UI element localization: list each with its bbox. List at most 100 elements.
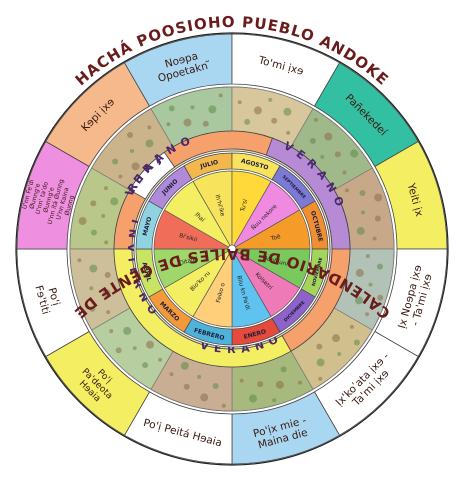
painting-mark [101,213,106,218]
painting-mark [353,339,360,346]
season-ring-purple [265,137,351,250]
painting-mark [132,346,137,351]
painting-mark [313,117,318,122]
painting-mark [147,125,152,130]
painting-mark [244,118,251,125]
painting-mark [208,105,217,114]
painting-mark [77,258,82,263]
painting-mark [118,174,123,179]
painting-mark [365,312,370,317]
painting-mark [249,394,258,403]
painting-mark [355,268,364,277]
painting-mark [183,383,190,390]
painting-mark [374,215,381,222]
painting-mark [90,200,97,207]
painting-mark [218,93,223,98]
painting-mark [253,106,262,115]
painting-mark [316,343,323,350]
painting-mark [368,282,373,287]
painting-mark [129,149,134,154]
painting-mark [169,372,174,377]
painting-mark [365,254,370,259]
painting-mark [197,374,202,379]
painting-mark [112,158,119,165]
painting-mark [318,376,323,381]
painting-mark [360,210,365,215]
painting-mark [123,326,132,335]
painting-mark [237,100,242,105]
painting-mark [200,393,209,402]
painting-mark [106,310,111,315]
painting-mark [324,132,333,141]
painting-mark [316,358,325,367]
painting-mark [202,120,209,127]
painting-mark [89,264,98,273]
painting-mark [286,130,291,135]
painting-mark [334,151,341,158]
outer-segment [16,140,90,250]
month-label: JULIO [199,159,219,171]
month-segment [148,165,193,210]
painting-mark [221,403,226,408]
month-label: MAYO [142,216,154,236]
painting-mark [90,229,97,236]
painting-mark [115,347,122,354]
painting-mark [158,357,163,362]
painting-mark [131,162,140,171]
inner-label: Bi'sikii [178,233,198,244]
painting-mark [212,383,219,390]
painting-mark [180,361,189,370]
painting-mark [337,351,342,356]
painting-mark [146,340,155,349]
painting-mark [166,122,171,127]
season-ring-wet [113,248,292,368]
painting-mark [356,226,365,235]
outer-label-line: Po'ị [46,286,62,307]
inner-label: Oitaikí [179,255,199,267]
inner-label: Toê [269,233,282,243]
season-ring-dry [113,130,351,352]
painting-mark [89,305,96,312]
painting-mark [268,97,273,102]
painting-mark [102,289,111,298]
inner-segment [163,180,233,250]
inner-label: Feiko o [216,282,227,304]
painting-mark [190,105,195,110]
season-ring-friaje [129,151,176,200]
painting-mark [78,217,87,226]
painting-mark [239,378,244,383]
painting-mark [298,380,303,385]
inner-label: Tu'sí [239,198,249,213]
painting-mark [168,105,175,112]
painting-mark [283,107,292,116]
painting-mark [374,193,383,202]
painting-mark [355,296,364,305]
painting-mark [104,271,111,278]
center-dot [227,244,237,254]
painting-mark [376,263,383,270]
painting-mark [349,324,354,329]
painting-mark [110,197,119,206]
inner-label: Ih'hi'ike [214,194,226,217]
painting-mark [103,186,108,191]
painting-mark [342,170,347,175]
painting-mark [377,294,384,301]
month-label: ABRIL [140,261,152,282]
outer-label: U'nn Fe'diØunng'eU'nn' ta'doØunng'eU'nn … [19,171,79,229]
painting-mark [183,118,192,127]
painting-mark [372,236,377,241]
painting-mark [332,334,341,343]
painting-mark [142,362,149,369]
painting-mark [272,398,277,403]
painting-mark [109,329,114,334]
painting-mark [309,137,316,144]
painting-mark [104,240,109,245]
painting-mark [350,149,359,158]
painting-mark [344,188,349,193]
painting-mark [280,366,287,373]
painting-mark [320,154,325,159]
painting-mark [271,117,278,124]
